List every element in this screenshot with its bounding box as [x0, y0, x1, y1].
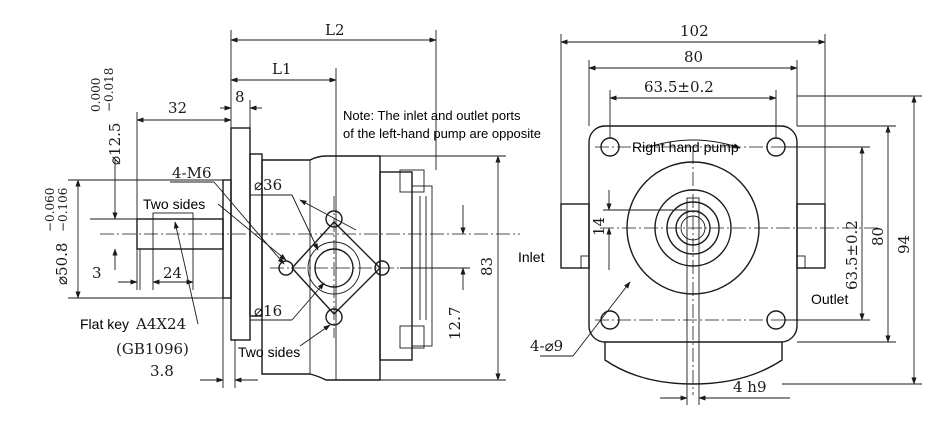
- dim-94: 94: [895, 235, 913, 254]
- dim-14: 14: [590, 217, 608, 236]
- port-face: [270, 196, 400, 338]
- dim-pilot-tol-lower: −0.106: [56, 188, 70, 232]
- label-flat-key: Flat key: [80, 316, 129, 332]
- label-right-hand-pump: Right hand pump: [632, 139, 739, 155]
- dim-pilot-dia: ⌀50.8: [53, 243, 71, 285]
- label-flat-key-spec: A4X24: [135, 315, 186, 333]
- label-dia-36: ⌀36: [254, 176, 282, 194]
- side-view: L2 L1 8 32 ⌀12.5 0.000 −0.018 ⌀50.8: [43, 21, 541, 388]
- dim-102: 102: [680, 22, 709, 40]
- dim-8: 8: [235, 88, 245, 106]
- dim-80-side: 80: [869, 227, 887, 246]
- label-two-sides-upper: Two sides: [143, 196, 205, 212]
- dim-shaft-tol-upper: 0.000: [89, 78, 103, 112]
- outlet-port-boss: [796, 203, 826, 269]
- dim-83: 83: [478, 257, 496, 276]
- label-two-sides-lower: Two sides: [238, 344, 300, 360]
- label-inlet: Inlet: [518, 249, 545, 265]
- dim-12-7: 12.7: [446, 307, 464, 340]
- dim-63-5-top: 63.5±0.2: [644, 78, 714, 96]
- dim-shaft-dia: ⌀12.5: [106, 123, 124, 165]
- front-body: [588, 125, 798, 343]
- dim-3: 3: [92, 264, 102, 282]
- label-dia-16: ⌀16: [254, 302, 282, 320]
- label-outlet: Outlet: [811, 291, 848, 307]
- dim-pilot-tol-upper: −0.060: [43, 188, 57, 232]
- dim-l1: L1: [272, 60, 292, 78]
- label-4-m6: 4-M6: [172, 164, 212, 182]
- front-view: 102 80 63.5±0.2 14 63.5±0.2 80: [518, 22, 922, 405]
- dim-63-5-side: 63.5±0.2: [843, 220, 861, 290]
- note-line-1: Note: The inlet and outlet ports: [343, 108, 521, 123]
- inlet-port-boss: [560, 203, 590, 269]
- dim-32: 32: [168, 99, 187, 117]
- label-holes: 4-⌀9: [530, 337, 563, 355]
- dim-shaft-tol-lower: −0.018: [102, 68, 116, 112]
- label-key-width: 4 h9: [733, 378, 767, 396]
- note-line-2: of the left-hand pump are opposite: [343, 126, 541, 141]
- dim-l2: L2: [325, 21, 345, 39]
- rear-cover: [379, 171, 413, 361]
- label-gb-standard: (GB1096): [116, 340, 189, 358]
- dim-3-8: 3.8: [150, 362, 174, 380]
- dim-80-top: 80: [684, 48, 703, 66]
- dim-24: 24: [163, 264, 182, 282]
